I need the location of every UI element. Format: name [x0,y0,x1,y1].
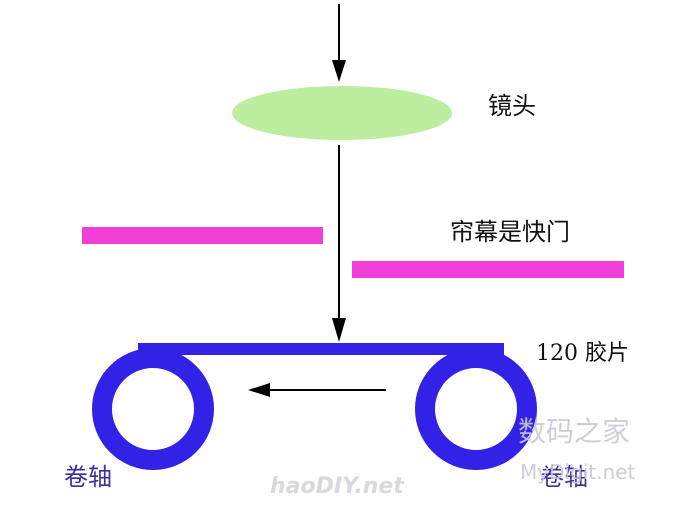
shutter-curtain-right [352,261,624,278]
film-strip [138,343,504,355]
light-ray-bottom-arrowhead [332,318,346,342]
shutter-curtain-left [82,227,323,244]
lens-label: 镜头 [488,92,536,120]
spool-left [92,348,214,470]
film-label: 120 胶片 [536,341,629,366]
lens [232,86,452,140]
light-ray-top-arrowhead [332,60,346,82]
spool-left-label: 卷轴 [64,463,112,491]
watermark-mydigit-cn: 数码之家 [518,415,631,448]
spool-right-label: 卷轴 [540,463,588,491]
watermark-mydigit-en: MyDigit.net [520,460,636,484]
shutter-label: 帘幕是快门 [450,218,570,246]
spool-right [415,348,537,470]
film-advance-arrowhead [248,383,270,397]
watermark-haodiy: haoDIY.net [270,474,404,499]
